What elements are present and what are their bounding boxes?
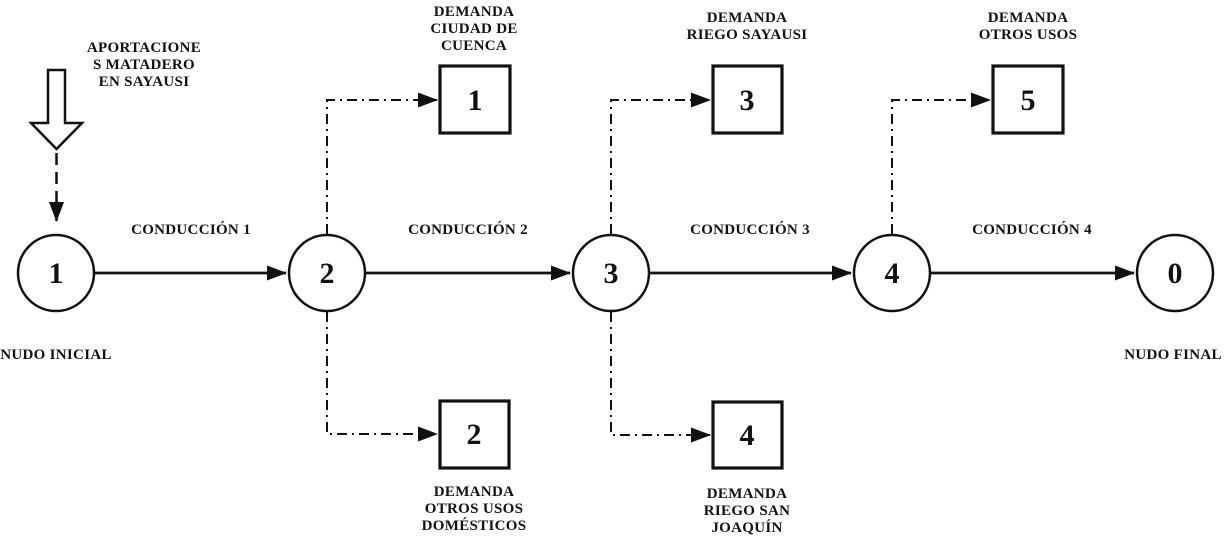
demand-2-label-line-2: OTROS USOS (425, 501, 523, 517)
demand-4: 4 DEMANDA RIEGO SAN JOAQUÍN (704, 400, 790, 536)
node-3-number: 3 (604, 257, 619, 290)
node-1-circle (16, 233, 96, 313)
link-node-2-to-demand-2 (326, 312, 438, 442)
demand-4-label-line-1: DEMANDA (707, 486, 787, 502)
demand-4-label-line-3: JOAQUÍN (711, 519, 782, 536)
demand-1-number: 1 (468, 84, 483, 117)
inflow-label-line-2: S MATADERO (93, 57, 195, 73)
demand-4-number: 4 (740, 419, 755, 452)
node-4-circle (852, 233, 932, 313)
demand-5-label-line-2: OTROS USOS (979, 27, 1077, 43)
demand-2-box (438, 399, 511, 470)
demand-2-number: 2 (467, 418, 482, 451)
conduction-3: CONDUCCIÓN 3 (649, 221, 852, 281)
demand-5-label-line-1: DEMANDA (988, 10, 1068, 26)
link-node-4-to-demand-5 (891, 92, 991, 234)
demand-3-number: 3 (740, 84, 755, 117)
demand-3: DEMANDA RIEGO SAYAUSI 3 (687, 10, 808, 135)
node-0-circle (1135, 233, 1215, 313)
node-2-number: 2 (320, 257, 335, 290)
conduction-4-label: CONDUCCIÓN 4 (972, 221, 1092, 238)
conduction-2: CONDUCCIÓN 2 (365, 221, 571, 281)
conduction-1-label: CONDUCCIÓN 1 (131, 221, 251, 238)
inflow-label-line-3: EN SAYAUSI (99, 74, 190, 90)
node-1-number: 1 (49, 257, 64, 290)
node-3-circle (571, 233, 651, 313)
conduction-4: CONDUCCIÓN 4 (930, 221, 1135, 281)
demand-3-box (711, 64, 784, 135)
link-node-3-to-demand-4 (610, 312, 711, 443)
node-0-number: 0 (1168, 257, 1183, 290)
node-2: 2 (287, 233, 367, 313)
node-1-label: NUDO INICIAL (0, 347, 112, 363)
demand-4-label-line-2: RIEGO SAN (704, 503, 790, 519)
demand-3-label-line-2: RIEGO SAYAUSI (687, 27, 808, 43)
demand-1-label-line-1: DEMANDA (434, 4, 514, 20)
demand-1-label-line-3: CUENCA (441, 38, 507, 54)
conduction-2-label: CONDUCCIÓN 2 (408, 221, 528, 238)
node-0: 0 NUDO FINAL (1124, 233, 1222, 363)
demand-1-label-line-2: CIUDAD DE (430, 21, 517, 37)
demand-3-label-line-1: DEMANDA (707, 10, 787, 26)
demand-2: 2 DEMANDA OTROS USOS DOMÉSTICOS (422, 399, 527, 534)
inflow-label-line-1: APORTACIONE (87, 40, 201, 56)
node-3: 3 (571, 233, 651, 313)
demand-4-box (711, 400, 784, 470)
demand-2-label-line-1: DEMANDA (434, 484, 514, 500)
conduction-3-label: CONDUCCIÓN 3 (690, 221, 810, 238)
demand-5-box (991, 64, 1065, 135)
node-4-number: 4 (885, 257, 900, 290)
link-node-3-to-demand-3 (610, 92, 711, 234)
inflow-group: APORTACIONE S MATADERO EN SAYAUSI (28, 40, 201, 222)
demand-2-label-line-3: DOMÉSTICOS (422, 517, 527, 534)
demand-1: DEMANDA CIUDAD DE CUENCA 1 (430, 4, 517, 135)
node-4: 4 (852, 233, 932, 313)
node-2-circle (287, 233, 367, 313)
demand-5: DEMANDA OTROS USOS 5 (979, 10, 1077, 135)
demand-1-box (438, 64, 512, 135)
node-0-label: NUDO FINAL (1124, 347, 1222, 363)
conduction-1: CONDUCCIÓN 1 (94, 221, 287, 281)
inflow-block-arrow-icon (28, 68, 85, 151)
demand-5-number: 5 (1021, 84, 1036, 117)
link-node-2-to-demand-1 (326, 92, 438, 234)
node-1: 1 NUDO INICIAL (0, 233, 112, 363)
